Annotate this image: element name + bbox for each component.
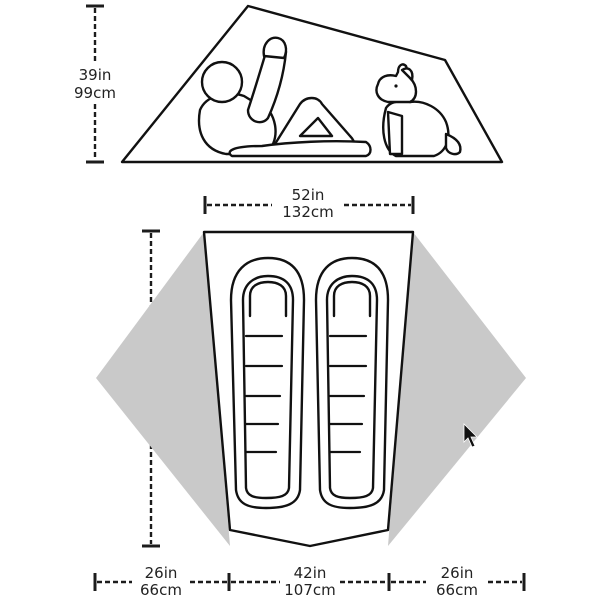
person-reclining-icon (197, 36, 372, 158)
right-vestibule-in-label: 26in (441, 564, 474, 582)
right-vestibule-cm-label: 66cm (436, 581, 478, 599)
left-vestibule-cm-label: 66cm (140, 581, 182, 599)
dog-icon (375, 63, 462, 158)
mouse-cursor-icon (463, 423, 478, 448)
foot-width-cm-label: 107cm (284, 581, 336, 599)
floor-width-in-label: 52in (292, 186, 325, 204)
side-view: 39in 99cm (74, 4, 504, 164)
side-height-dimension: 39in 99cm (74, 4, 116, 164)
right-vestibule (388, 232, 526, 546)
side-height-cm-label: 99cm (74, 84, 116, 102)
side-height-in-label: 39in (79, 66, 112, 84)
floor-width-cm-label: 132cm (282, 203, 334, 221)
sleeping-bag-icon (314, 256, 390, 510)
floor-width-dimension: 52in 132cm (203, 186, 415, 221)
left-vestibule-in-label: 26in (145, 564, 178, 582)
bottom-dimensions: 26in 66cm 42in 107cm 26in 66cm (93, 564, 526, 599)
foot-width-in-label: 42in (294, 564, 327, 582)
floor-plan: 52in 132cm 86in 218cm (93, 186, 526, 599)
sleeping-bag-icon (229, 256, 306, 510)
left-vestibule (96, 232, 230, 546)
